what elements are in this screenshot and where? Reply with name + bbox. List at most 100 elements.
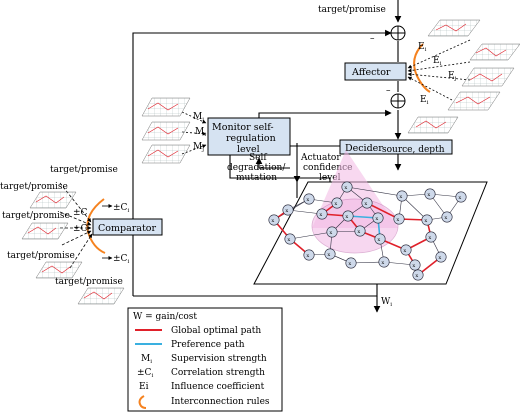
- graph-node: x: [284, 233, 296, 245]
- graph-node: x: [435, 251, 447, 263]
- graph-node-label: x: [444, 215, 447, 221]
- affector-label: Affector: [351, 67, 391, 78]
- graph-node-label: x: [306, 253, 309, 259]
- affector-input-label-4: Ei: [420, 95, 429, 106]
- graph-node-label: x: [329, 230, 332, 236]
- graph-node: x: [282, 204, 294, 216]
- monitor-input-label-2: Mi: [195, 127, 206, 138]
- comparator-input-label-1: ±Ci: [113, 203, 129, 214]
- comparator-label: Comparator: [98, 223, 156, 234]
- decider-suffix-label: source, depth: [382, 145, 445, 155]
- legend-symbol-text: ±Ci: [137, 368, 153, 379]
- graph-node: x: [303, 249, 315, 261]
- graph-node-circle: [412, 269, 424, 281]
- legend-symbol-text: Mi: [141, 354, 152, 365]
- graph-node-circle: [316, 208, 328, 220]
- legend-title: W = gain/cost: [133, 312, 197, 322]
- graph-node-label: x: [306, 197, 309, 203]
- graph-node-circle: [268, 214, 280, 226]
- monitor-input-label-3: Mj: [193, 142, 204, 153]
- graph-node-label: x: [348, 261, 351, 267]
- actuator-label-2: confidence: [303, 163, 353, 173]
- self-degradation-label-3: mutation: [236, 173, 277, 183]
- graph-node-circle: [354, 225, 366, 237]
- actuator-label-1: Actuator: [300, 153, 341, 163]
- legend-item-label: Global optimal path: [171, 326, 261, 336]
- graph-node-circle: [396, 190, 408, 202]
- graph-node-label: x: [285, 208, 288, 214]
- comparator-box: Comparator: [92, 218, 163, 236]
- graph-node: x: [268, 214, 280, 226]
- target-label-left-2: target/promise: [0, 182, 68, 192]
- graph-node: x: [424, 188, 436, 200]
- affector-input-arrows: [407, 39, 471, 101]
- mini-network-thumbnails: [21, 19, 520, 305]
- minus-sign-1: –: [370, 34, 375, 44]
- self-degradation-label-2: degradation/: [227, 163, 286, 173]
- graph-node-label: x: [377, 237, 380, 243]
- legend-arc-icon: [138, 395, 147, 409]
- target-label-top: target/promise: [318, 5, 386, 15]
- graph-node-circle: [361, 197, 373, 209]
- graph-node: x: [393, 213, 405, 225]
- graph-node-circle: [284, 233, 296, 245]
- legend-item-label: Influence coefficient: [171, 382, 265, 392]
- graph-edge: [350, 261, 385, 264]
- graph-node-circle: [324, 248, 336, 260]
- affector-box: Affector: [344, 62, 407, 81]
- target-label-left-3: target/promise: [2, 211, 70, 221]
- graph-node-circle: [345, 257, 357, 269]
- graph-node: x: [324, 248, 336, 260]
- monitor-label-2: regulation: [226, 133, 276, 144]
- graph-node-circle: [303, 249, 315, 261]
- comparator-input-label-4: ±Ci: [113, 254, 129, 265]
- graph-node-circle: [341, 181, 353, 193]
- graph-node-label: x: [344, 185, 347, 191]
- graph-node: x: [372, 212, 384, 224]
- global-optimal-path-segment: [366, 202, 400, 220]
- graph-node: x: [341, 181, 353, 193]
- comparator-input-label-3: ±C: [73, 224, 88, 234]
- graph-node-label: x: [364, 201, 367, 207]
- graph-node-label: x: [271, 218, 274, 224]
- actuator-label-3: level: [319, 173, 341, 183]
- graph-node-label: x: [427, 192, 430, 198]
- graph-node-label: x: [412, 263, 415, 269]
- graph-node-circle: [441, 211, 453, 223]
- graph-node: x: [400, 244, 412, 256]
- graph-node-label: x: [428, 235, 431, 241]
- graph-node: x: [326, 226, 338, 238]
- graph-node: x: [409, 259, 421, 271]
- graph-node: x: [455, 191, 467, 203]
- graph-node-label: x: [381, 260, 384, 266]
- graph-node-label: x: [357, 229, 360, 235]
- graph-node-label: x: [334, 201, 337, 207]
- graph-edge: [289, 231, 333, 240]
- legend-symbol-text: Ei: [139, 382, 149, 392]
- graph-node: x: [396, 190, 408, 202]
- graph-node-label: x: [375, 216, 378, 222]
- graph-node-circle: [326, 226, 338, 238]
- graph-node-label: x: [319, 212, 322, 218]
- graph-node: x: [425, 231, 437, 243]
- graph-node-label: x: [287, 237, 290, 243]
- monitor-label-1: Monitor self-: [212, 122, 274, 133]
- graph-node-circle: [372, 212, 384, 224]
- graph-node: x: [345, 257, 357, 269]
- graph-node: x: [378, 256, 390, 268]
- graph-node-label: x: [327, 252, 330, 258]
- target-label-left-4: target/promise: [7, 251, 75, 261]
- graph-node-label: x: [403, 248, 406, 254]
- monitor-label-3: level: [237, 144, 260, 155]
- output-label: Wi: [381, 297, 392, 308]
- graph-node: x: [441, 211, 453, 223]
- graph-node-circle: [374, 233, 386, 245]
- summing-junction-bottom: [390, 93, 406, 109]
- graph-node-circle: [425, 231, 437, 243]
- decider-box: Decider source, depth: [339, 139, 453, 155]
- comparator-input-label-2: ±C: [73, 208, 88, 218]
- graph-node: x: [421, 214, 433, 226]
- graph-node-circle: [331, 197, 343, 209]
- graph-node-circle: [400, 244, 412, 256]
